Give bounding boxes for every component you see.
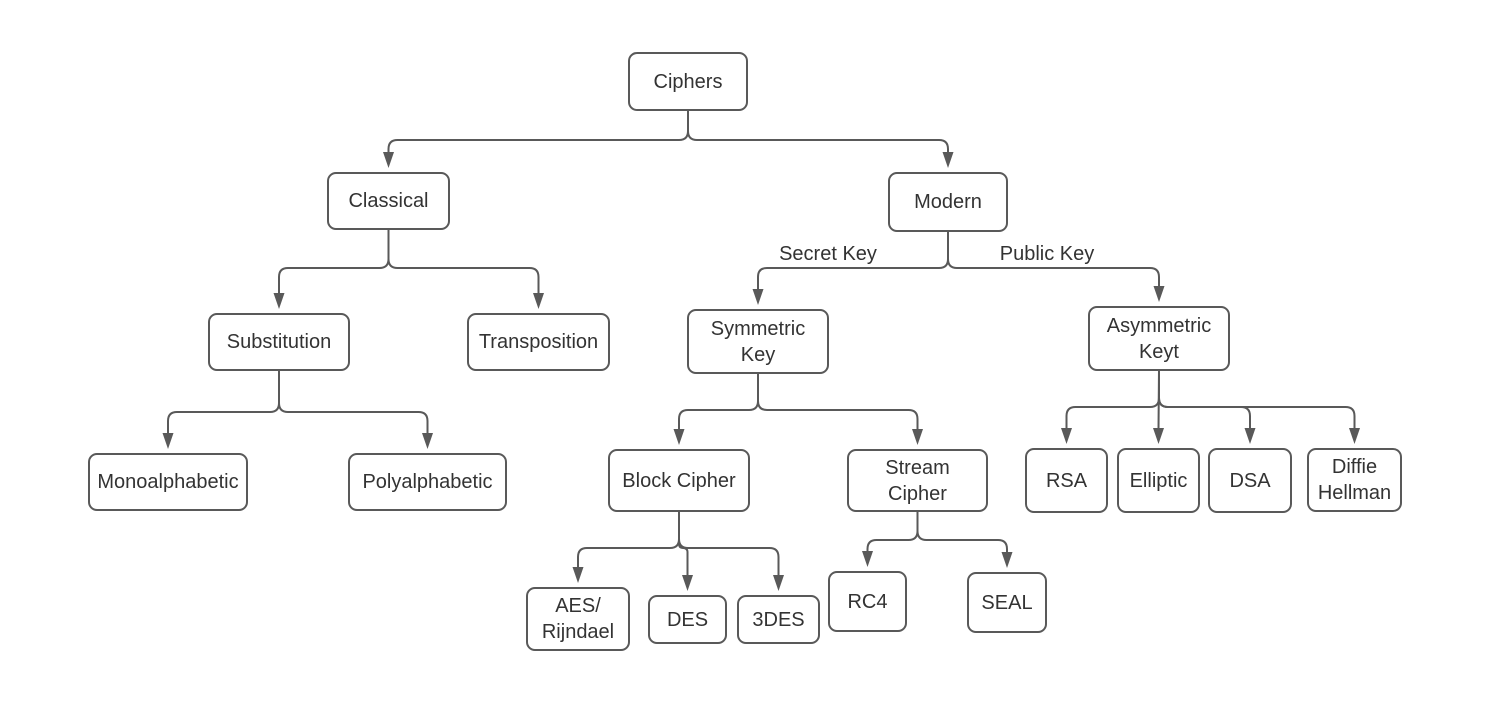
- arrowhead-seal: [1001, 552, 1013, 568]
- arrowhead-modern: [942, 152, 954, 168]
- node-rc4: RC4: [828, 571, 907, 632]
- arrowhead-dsa: [1244, 428, 1256, 444]
- arrowhead-transposition: [533, 293, 544, 309]
- edge-symmetric-key-to-stream-cipher: [757, 372, 919, 431]
- edge-asymmetric-keyt-to-elliptic: [1157, 369, 1160, 430]
- edge-label-public-key: Public Key: [997, 243, 1097, 265]
- edge-stream-cipher-to-rc4: [866, 510, 919, 553]
- edge-ciphers-to-classical: [387, 109, 689, 154]
- node-substitution: Substitution: [208, 313, 350, 371]
- arrowhead-monoalphabetic: [162, 433, 174, 449]
- edge-label-secret-key: Secret Key: [777, 243, 879, 265]
- node-dsa: DSA: [1208, 448, 1292, 513]
- edge-classical-to-transposition: [387, 228, 540, 295]
- node-symmetric-key: Symmetric Key: [687, 309, 829, 374]
- arrowhead-stream-cipher: [912, 429, 923, 445]
- node-transposition: Transposition: [467, 313, 610, 371]
- arrowhead-aes-rijndael: [572, 567, 584, 583]
- edge-substitution-to-polyalphabetic: [278, 369, 429, 435]
- node-elliptic: Elliptic: [1117, 448, 1200, 513]
- node-block-cipher: Block Cipher: [608, 449, 750, 512]
- node-polyalphabetic: Polyalphabetic: [348, 453, 507, 511]
- edge-block-cipher-to-3des: [678, 510, 780, 577]
- edge-asymmetric-keyt-to-diffie-hellman: [1158, 369, 1356, 430]
- arrowhead-block-cipher: [673, 429, 685, 445]
- node-3des: 3DES: [737, 595, 820, 644]
- edge-substitution-to-monoalphabetic: [167, 369, 280, 435]
- edge-block-cipher-to-aes-rijndael: [577, 510, 680, 569]
- node-seal: SEAL: [967, 572, 1047, 633]
- node-classical: Classical: [327, 172, 450, 230]
- node-modern: Modern: [888, 172, 1008, 232]
- edge-classical-to-substitution: [278, 228, 390, 295]
- node-monoalphabetic: Monoalphabetic: [88, 453, 248, 511]
- arrowhead-des: [682, 575, 693, 591]
- edge-symmetric-key-to-block-cipher: [678, 372, 759, 431]
- node-des: DES: [648, 595, 727, 644]
- arrowhead-substitution: [273, 293, 285, 309]
- node-diffie-hellman: Diffie Hellman: [1307, 448, 1402, 512]
- arrowhead-rsa: [1061, 428, 1072, 444]
- node-stream-cipher: Stream Cipher: [847, 449, 988, 512]
- arrowhead-polyalphabetic: [422, 433, 433, 449]
- node-ciphers: Ciphers: [628, 52, 748, 111]
- arrowhead-classical: [383, 152, 394, 168]
- arrowhead-3des: [773, 575, 784, 591]
- arrowhead-elliptic: [1153, 428, 1164, 444]
- node-asymmetric-keyt: Asymmetric Keyt: [1088, 306, 1230, 371]
- node-aes-rijndael: AES/ Rijndael: [526, 587, 630, 651]
- arrowhead-rc4: [862, 551, 873, 567]
- edge-asymmetric-keyt-to-dsa: [1158, 369, 1251, 430]
- edge-ciphers-to-modern: [687, 109, 949, 154]
- node-rsa: RSA: [1025, 448, 1108, 513]
- arrowhead-diffie-hellman: [1349, 428, 1360, 444]
- edge-asymmetric-keyt-to-rsa: [1065, 369, 1160, 430]
- edge-block-cipher-to-des: [678, 510, 689, 577]
- arrowhead-symmetric-key: [752, 289, 764, 305]
- edge-stream-cipher-to-seal: [916, 510, 1008, 554]
- arrowhead-asymmetric-keyt: [1153, 286, 1165, 302]
